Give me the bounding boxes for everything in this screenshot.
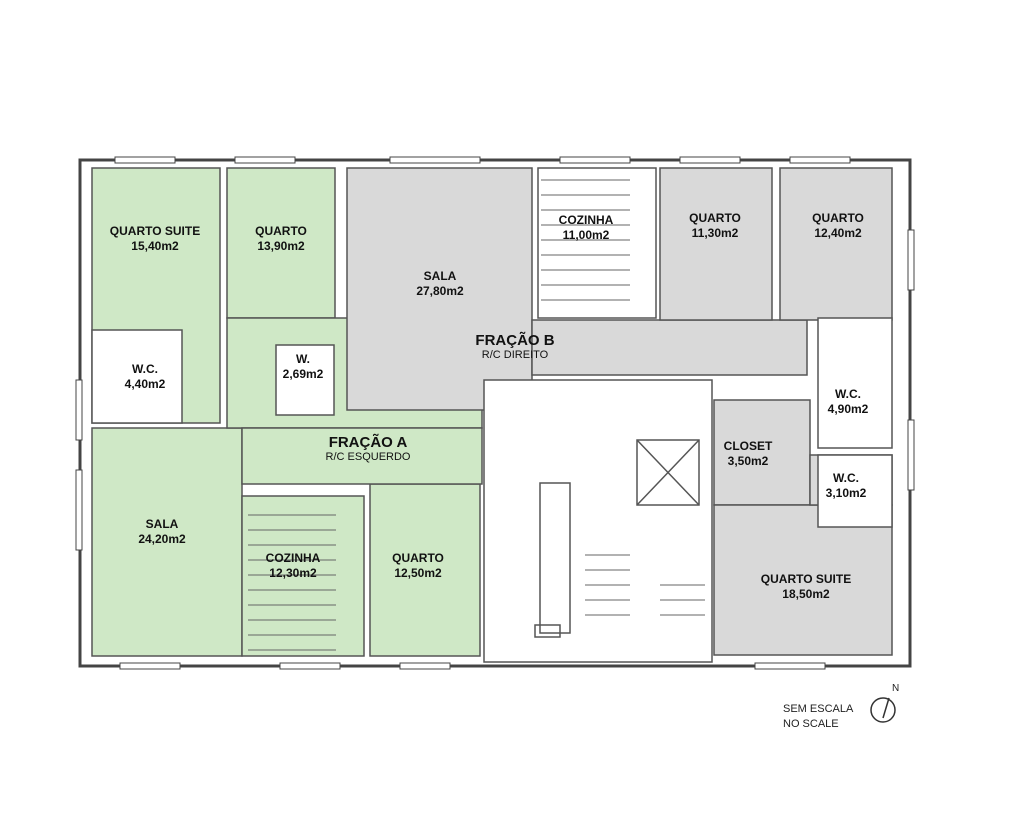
room-area: 15,40m2 [131, 239, 179, 253]
room-wc-b2 [817, 454, 893, 528]
room-cozinha-a [241, 495, 365, 657]
room-name: QUARTO SUITE [109, 224, 201, 238]
room-cozinha-b [537, 167, 657, 319]
fracao-a-title: FRAÇÃO A [328, 434, 408, 451]
fracao-a-subtitle: R/C ESQUERDO [325, 451, 411, 463]
room-quarto-a2 [369, 483, 481, 657]
room-name: COZINHA [265, 551, 321, 565]
room-name: SALA [145, 517, 179, 531]
room-area: 12,30m2 [269, 566, 317, 580]
fracao-a-label: FRAÇÃO A R/C ESQUERDO [326, 434, 411, 463]
label-sala-a: SALA 24,20m2 [138, 517, 185, 547]
room-quarto-a1 [226, 167, 336, 319]
label-closet-b: CLOSET 3,50m2 [724, 439, 773, 469]
label-wc-b2: W.C. 3,10m2 [826, 471, 867, 501]
room-area: 13,90m2 [257, 239, 305, 253]
label-sala-b: SALA 27,80m2 [416, 269, 463, 299]
common-stairwell [483, 379, 713, 663]
label-quarto-b2: QUARTO 12,40m2 [812, 211, 864, 241]
label-wc-b1: W.C. 4,90m2 [828, 387, 869, 417]
room-area: 24,20m2 [138, 532, 186, 546]
fracao-b-label: FRAÇÃO B R/C DIREITO [475, 332, 554, 361]
scale-note-line1: SEM ESCALA [783, 703, 854, 715]
room-name: SALA [423, 269, 457, 283]
room-name: QUARTO [392, 551, 444, 565]
room-quarto-b1 [659, 167, 773, 321]
room-wc-a1 [91, 329, 183, 424]
stair-treads [585, 554, 705, 616]
room-wc-b1 [817, 317, 893, 449]
label-cozinha-b: COZINHA 11,00m2 [559, 213, 614, 243]
room-quarto-suite-b [713, 504, 893, 656]
room-sala-b [346, 167, 533, 411]
room-area: 18,50m2 [782, 587, 830, 601]
room-area: 4,90m2 [827, 402, 869, 416]
room-wc-a2 [275, 344, 335, 416]
label-quarto-b1: QUARTO 11,30m2 [689, 211, 741, 241]
label-wc-a1: W.C. 4,40m2 [125, 362, 166, 392]
label-quarto-suite-a: QUARTO SUITE 15,40m2 [110, 224, 200, 254]
room-area: 2,69m2 [282, 367, 324, 381]
room-area: 3,50m2 [727, 454, 769, 468]
room-name: CLOSET [723, 439, 773, 453]
room-name: QUARTO [255, 224, 307, 238]
room-name: QUARTO [812, 211, 864, 225]
label-quarto-a2: QUARTO 12,50m2 [392, 551, 444, 581]
room-name: W. [295, 352, 310, 366]
room-area: 4,40m2 [124, 377, 166, 391]
room-area: 12,40m2 [814, 226, 862, 240]
label-wc-a2: W. 2,69m2 [283, 352, 324, 382]
room-area: 3,10m2 [825, 486, 867, 500]
scale-note-line2: NO SCALE [783, 718, 839, 730]
room-name: COZINHA [558, 213, 614, 227]
label-quarto-a1: QUARTO 13,90m2 [255, 224, 307, 254]
room-name: W.C. [131, 362, 158, 376]
room-hall-b [531, 319, 808, 376]
kitchen-a-lines [248, 514, 336, 651]
room-area: 27,80m2 [416, 284, 464, 298]
room-quarto-b2 [779, 167, 893, 321]
fracao-b-title: FRAÇÃO B [475, 332, 555, 349]
room-closet-b [713, 399, 811, 506]
scale-note: SEM ESCALA NO SCALE [783, 702, 853, 732]
label-quarto-suite-b: QUARTO SUITE 18,50m2 [761, 572, 851, 602]
kitchen-b-lines [541, 179, 630, 301]
room-area: 11,30m2 [691, 226, 739, 240]
room-name: W.C. [832, 471, 859, 485]
windows [75, 156, 915, 670]
fracao-b-subtitle: R/C DIREITO [481, 349, 549, 361]
label-cozinha-a: COZINHA 12,30m2 [266, 551, 321, 581]
north-arrow-icon [870, 697, 896, 723]
room-area: 11,00m2 [562, 228, 610, 242]
room-area: 12,50m2 [394, 566, 442, 580]
north-label: N [892, 683, 900, 694]
room-sala-a [91, 427, 243, 657]
room-name: QUARTO SUITE [760, 572, 852, 586]
room-hall-a2 [241, 427, 483, 485]
room-name: QUARTO [689, 211, 741, 225]
room-name: W.C. [834, 387, 861, 401]
